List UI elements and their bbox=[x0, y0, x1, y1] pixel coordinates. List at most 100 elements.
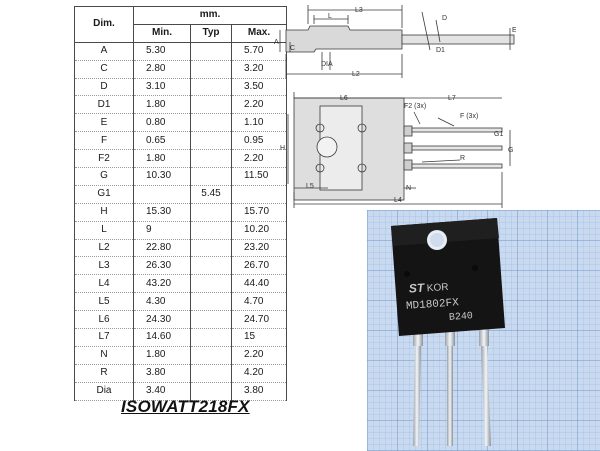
cell-typ bbox=[190, 363, 232, 383]
cell-dim: L2 bbox=[74, 238, 134, 258]
cell-dim: L7 bbox=[74, 328, 134, 347]
cell-max: 24.70 bbox=[231, 310, 287, 330]
label-d: D bbox=[442, 15, 447, 22]
cell-dim: F bbox=[74, 131, 134, 151]
transistor-body bbox=[391, 218, 505, 336]
leads bbox=[413, 328, 491, 446]
header-mm: mm. bbox=[133, 6, 287, 25]
cell-dim: A bbox=[74, 41, 134, 61]
cell-typ bbox=[190, 345, 232, 365]
cell-max: 26.70 bbox=[231, 256, 287, 276]
cell-dim: R bbox=[74, 363, 134, 383]
cell-typ bbox=[190, 41, 232, 61]
label-g: G bbox=[508, 147, 513, 154]
marking-line3: B240 bbox=[449, 311, 474, 324]
cell-max: 4.20 bbox=[231, 363, 287, 383]
cell-dim: L bbox=[74, 220, 134, 240]
label-g1: G1 bbox=[494, 131, 503, 138]
cell-max: 4.70 bbox=[231, 292, 287, 312]
marking-line1: KOR bbox=[426, 282, 448, 294]
label-f2: F2 (3x) bbox=[404, 103, 426, 110]
cell-max: 23.20 bbox=[231, 238, 287, 258]
cell-min: 1.80 bbox=[133, 149, 191, 169]
label-e: E bbox=[512, 27, 516, 34]
cell-typ bbox=[190, 202, 232, 222]
transistor-photo: ST KOR MD1802FX B240 bbox=[367, 210, 600, 451]
cell-max: 15 bbox=[231, 328, 287, 347]
label-f: F (3x) bbox=[460, 113, 478, 120]
label-l3: L3 bbox=[355, 7, 363, 14]
label-d1: D1 bbox=[436, 47, 445, 54]
cell-dim: F2 bbox=[74, 149, 134, 169]
cell-dim: G bbox=[74, 167, 134, 186]
cell-typ bbox=[190, 131, 232, 151]
cell-min: 24.30 bbox=[133, 310, 191, 330]
cell-dim: C bbox=[74, 59, 134, 79]
label-a: A bbox=[274, 39, 279, 46]
label-r: R bbox=[460, 155, 465, 162]
label-l2: L2 bbox=[352, 71, 360, 78]
label-l6: L6 bbox=[340, 95, 348, 102]
cell-dim: L4 bbox=[74, 274, 134, 294]
cell-typ bbox=[190, 274, 232, 294]
cell-dim: G1 bbox=[74, 184, 134, 204]
cell-min: 26.30 bbox=[133, 256, 191, 276]
cell-min: 2.80 bbox=[133, 59, 191, 79]
cell-min: 14.60 bbox=[133, 328, 191, 347]
cell-max: 10.20 bbox=[231, 220, 287, 240]
cell-max: 2.20 bbox=[231, 345, 287, 365]
cell-min: 0.65 bbox=[133, 131, 191, 151]
cell-min: 22.80 bbox=[133, 238, 191, 258]
marking-line2: MD1802FX bbox=[406, 297, 460, 313]
cell-dim: D bbox=[74, 77, 134, 97]
device-marking: ST KOR MD1802FX B240 bbox=[406, 280, 474, 324]
cell-typ bbox=[190, 328, 232, 347]
label-c: C bbox=[290, 45, 295, 52]
label-h: H bbox=[280, 145, 285, 152]
header-min: Min. bbox=[133, 23, 191, 43]
cell-min: 0.80 bbox=[133, 113, 191, 133]
cell-min: 15.30 bbox=[133, 202, 191, 222]
cell-dim: L5 bbox=[74, 292, 134, 312]
cell-min: 1.80 bbox=[133, 345, 191, 365]
table-row: G1 5.45 bbox=[74, 184, 287, 204]
cell-typ bbox=[190, 292, 232, 312]
cell-min: 5.30 bbox=[133, 41, 191, 61]
label-dia: DIA bbox=[321, 61, 333, 68]
cell-typ bbox=[190, 220, 232, 240]
cell-dim: L3 bbox=[74, 256, 134, 276]
cell-min: 3.10 bbox=[133, 77, 191, 97]
cell-typ bbox=[190, 113, 232, 133]
cell-dim: E bbox=[74, 113, 134, 133]
cell-dim: N bbox=[74, 345, 134, 365]
cell-typ: 5.45 bbox=[190, 184, 232, 204]
label-l7: L7 bbox=[448, 95, 456, 102]
cell-max: 3.80 bbox=[231, 381, 287, 401]
cell-min: 9 bbox=[133, 220, 191, 240]
cell-min: 1.80 bbox=[133, 95, 191, 115]
cell-dim: H bbox=[74, 202, 134, 222]
label-l5: L5 bbox=[306, 183, 314, 190]
cell-dim: L6 bbox=[74, 310, 134, 330]
header-typ: Typ bbox=[190, 23, 232, 43]
cell-min: 4.30 bbox=[133, 292, 191, 312]
cell-max: 44.40 bbox=[231, 274, 287, 294]
cell-typ bbox=[190, 256, 232, 276]
cell-typ bbox=[190, 59, 232, 79]
